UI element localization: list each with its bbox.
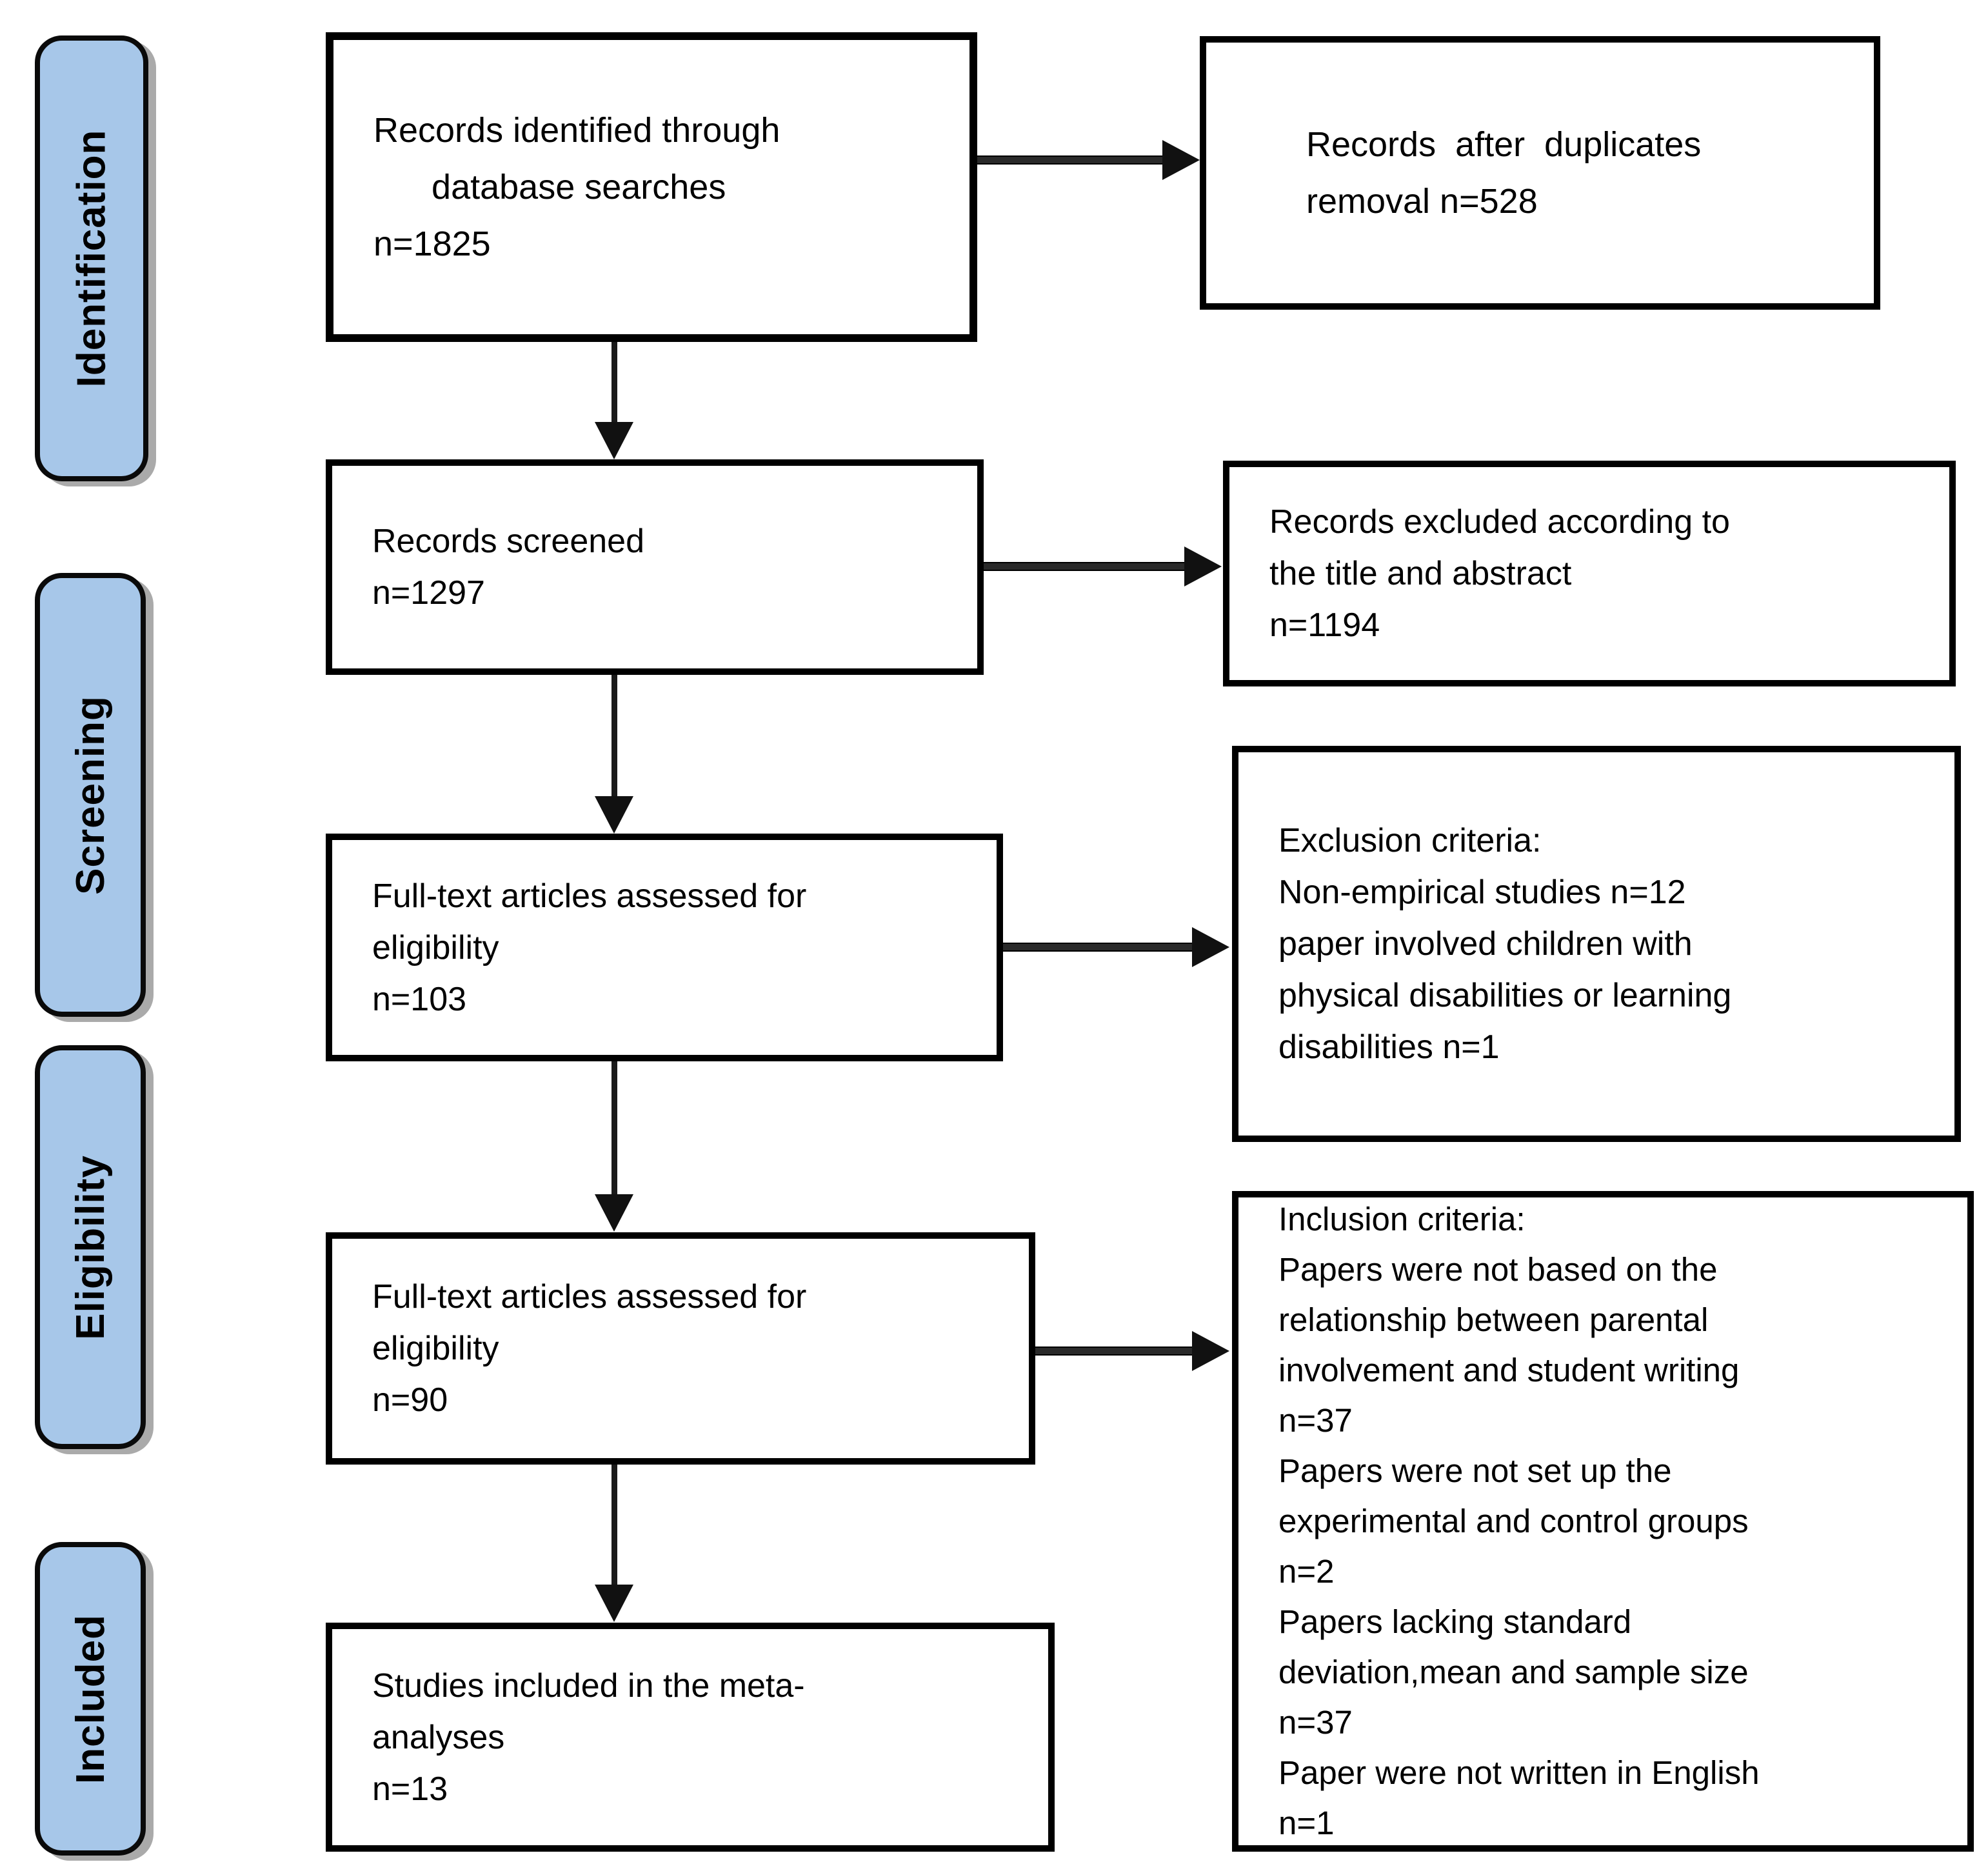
stage-label-identification: Identification: [35, 35, 148, 481]
side-box-inclusion-criteria: Inclusion criteria: Papers were not base…: [1232, 1191, 1974, 1852]
flow-box-fulltext-assessed-103: Full-text articles assessed for eligibil…: [326, 834, 1003, 1061]
side-box-records-excluded: Records excluded according to the title …: [1223, 461, 1956, 686]
flow-box-studies-included: Studies included in the meta- analyses n…: [326, 1623, 1055, 1852]
stage-label-eligibility: Eligibility: [35, 1045, 146, 1449]
flow-box-records-screened: Records screened n=1297: [326, 459, 984, 675]
stage-label-identification-text: Identification: [69, 129, 114, 388]
stage-label-included-text: Included: [68, 1614, 113, 1784]
flow-box-fulltext-assessed-90: Full-text articles assessed for eligibil…: [326, 1232, 1035, 1465]
stage-label-included: Included: [35, 1542, 146, 1856]
side-box-duplicates-removed: Records after duplicates removal n=528: [1200, 36, 1880, 310]
side-box-exclusion-criteria: Exclusion criteria: Non-empirical studie…: [1232, 746, 1961, 1142]
stage-label-screening-text: Screening: [68, 695, 113, 895]
stage-label-eligibility-text: Eligibility: [68, 1154, 113, 1340]
flow-box-records-identified: Records identified through database sear…: [326, 32, 977, 342]
stage-label-screening: Screening: [35, 573, 146, 1017]
